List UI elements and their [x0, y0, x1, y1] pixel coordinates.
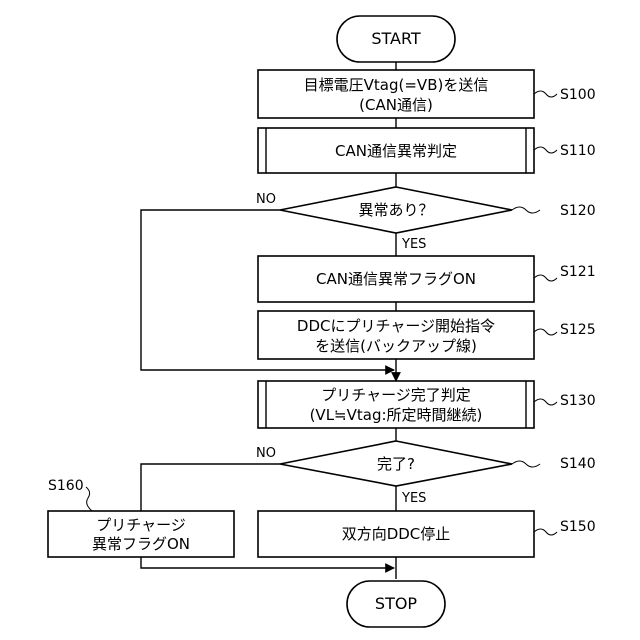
step-leader-s130 — [534, 399, 557, 405]
process-s125: DDCにプリチャージ開始指令 を送信(バックアップ線) S125 — [258, 311, 596, 359]
subroutine-s130-line-1: プリチャージ完了判定 — [321, 386, 471, 404]
step-leader-s150 — [534, 529, 557, 535]
step-label-s110: S110 — [560, 143, 596, 159]
process-s121-text: CAN通信異常フラグON — [316, 270, 476, 288]
subroutine-s130-line-2: (VL≒Vtag:所定時間継続) — [310, 406, 483, 424]
step-leader-s121 — [534, 275, 557, 281]
start-label: START — [371, 29, 421, 48]
step-label-s121: S121 — [560, 264, 596, 280]
process-s150-text: 双方向DDC停止 — [342, 525, 451, 543]
process-s150: 双方向DDC停止 S150 — [258, 511, 596, 557]
subroutine-s110: CAN通信異常判定 S110 — [258, 128, 596, 173]
step-leader-s100 — [534, 91, 557, 97]
decision-s140-yes-label: YES — [401, 491, 426, 506]
process-s125-line-2: を送信(バックアップ線) — [315, 337, 477, 355]
step-leader-s125 — [534, 329, 557, 335]
process-s100-line-2: (CAN通信) — [359, 96, 433, 114]
decision-s120: 異常あり？ NO YES S120 — [256, 187, 596, 252]
process-s160-line-1: プリチャージ — [96, 516, 186, 534]
subroutine-s130: プリチャージ完了判定 (VL≒Vtag:所定時間継続) S130 — [258, 381, 596, 428]
decision-s140-text: 完了? — [377, 455, 415, 473]
stop-label: STOP — [375, 594, 418, 613]
connector-s140-no-branch — [141, 464, 280, 511]
decision-s120-no-label: NO — [256, 192, 276, 207]
decision-s140-no-label: NO — [256, 446, 276, 461]
step-label-s100: S100 — [560, 87, 596, 103]
process-s160-line-2: 異常フラグON — [92, 535, 190, 553]
process-s100: 目標電圧Vtag(=VB)を送信 (CAN通信) S100 — [258, 70, 596, 118]
step-leader-s140 — [512, 461, 540, 467]
step-label-s125: S125 — [560, 322, 596, 338]
step-leader-s110 — [534, 147, 557, 153]
step-label-s120: S120 — [560, 203, 596, 219]
process-s100-line-1: 目標電圧Vtag(=VB)を送信 — [304, 76, 489, 94]
step-leader-s120 — [512, 207, 540, 213]
process-s125-line-1: DDCにプリチャージ開始指令 — [297, 317, 495, 335]
connector-s160-to-stop — [141, 557, 394, 568]
step-label-s150: S150 — [560, 519, 596, 535]
step-leader-s160 — [86, 487, 92, 511]
start-terminal: START — [337, 16, 455, 62]
step-label-s140: S140 — [560, 456, 596, 472]
decision-s120-text: 異常あり？ — [358, 201, 433, 219]
subroutine-s110-text: CAN通信異常判定 — [335, 142, 457, 160]
process-s121: CAN通信異常フラグON S121 — [258, 256, 596, 302]
stop-terminal: STOP — [347, 581, 445, 627]
step-label-s130: S130 — [560, 393, 596, 409]
step-label-s160: S160 — [48, 478, 84, 494]
decision-s140: 完了? NO YES S140 — [256, 441, 596, 506]
decision-s120-yes-label: YES — [401, 237, 426, 252]
